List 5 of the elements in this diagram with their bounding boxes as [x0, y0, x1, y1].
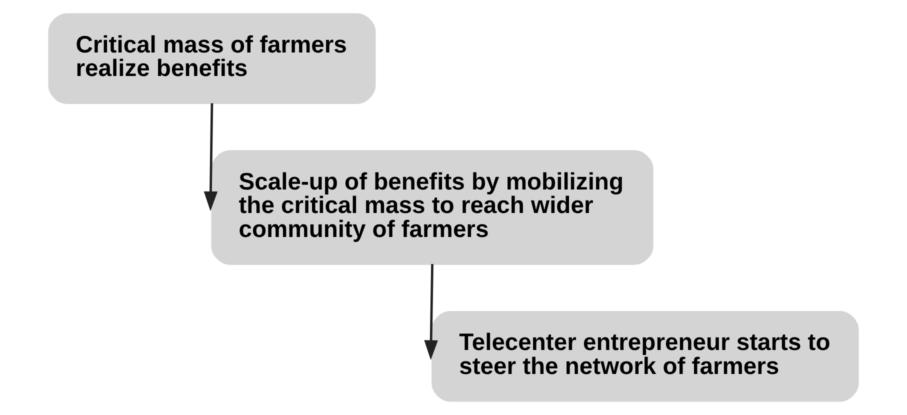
node-box: Critical mass of farmers realize benefits — [48, 13, 376, 104]
arrow — [204, 103, 218, 212]
arrow — [424, 264, 438, 360]
node-box: Telecenter entrepreneur starts to steer the network of farmers — [432, 310, 859, 402]
node-box: Scale-up of benefits by mobilizing the critical mass to reach wider community of farmers — [211, 150, 654, 265]
